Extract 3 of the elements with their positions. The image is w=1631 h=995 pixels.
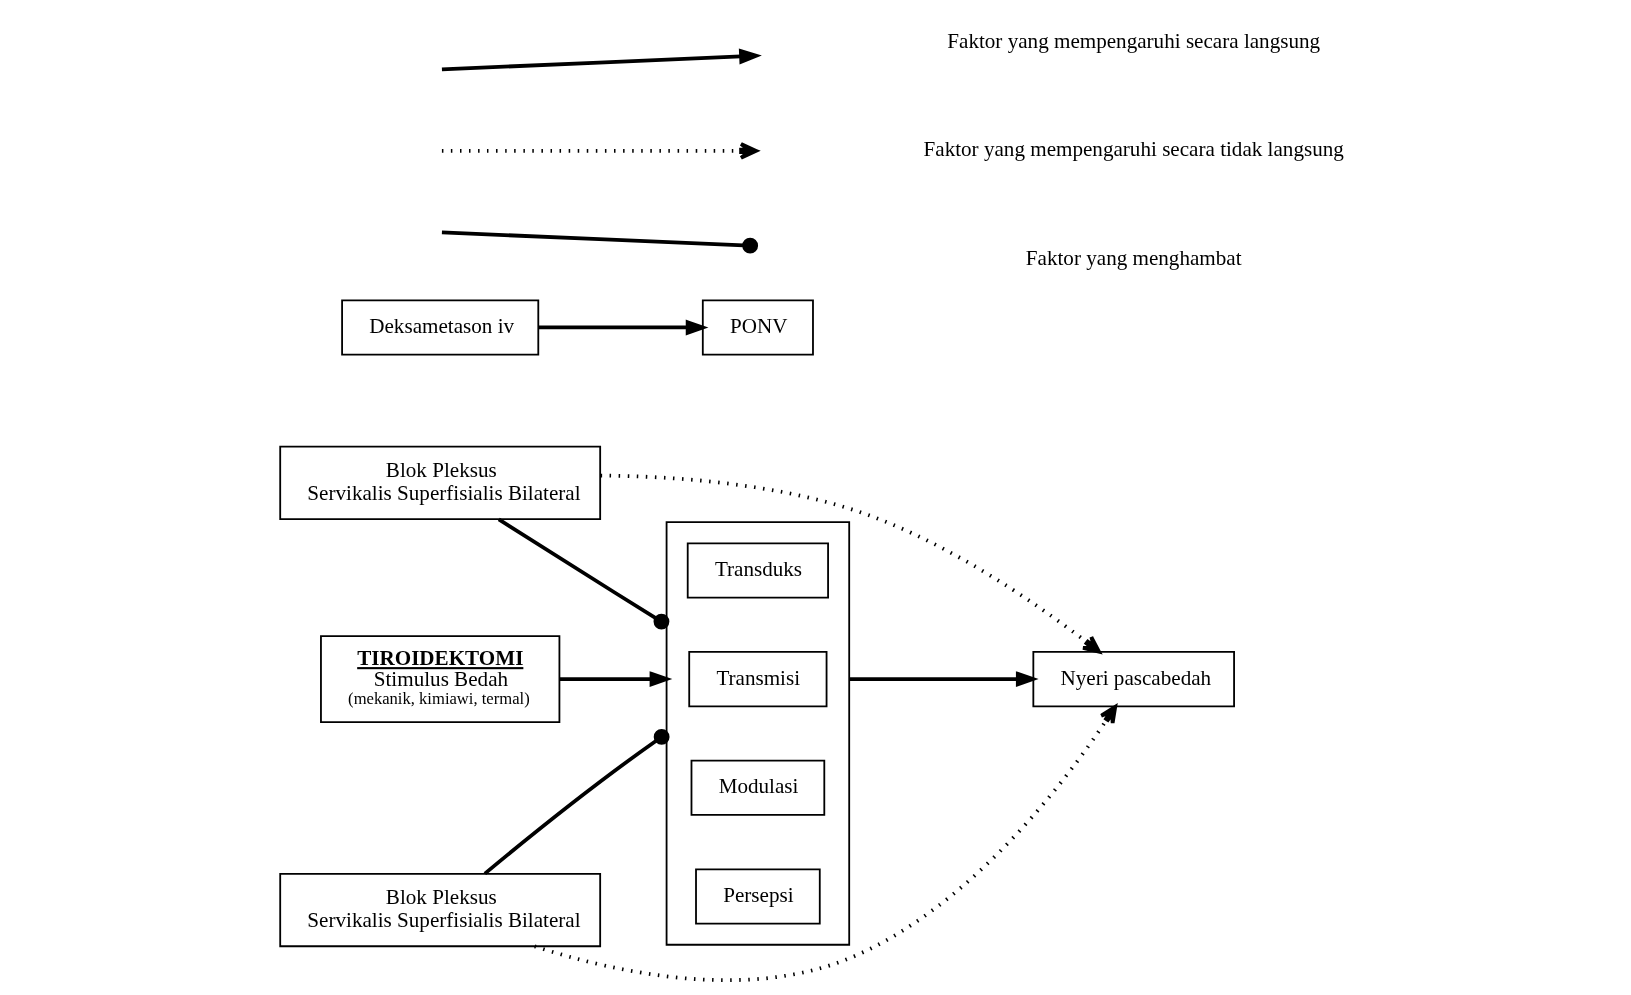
- legend-label: Faktor yang mempengaruhi secara tidak langsung: [923, 136, 1344, 161]
- legend-label: Faktor yang menghambat: [1025, 245, 1242, 270]
- legend-label: Faktor yang mempengaruhi secara langsung: [946, 28, 1320, 53]
